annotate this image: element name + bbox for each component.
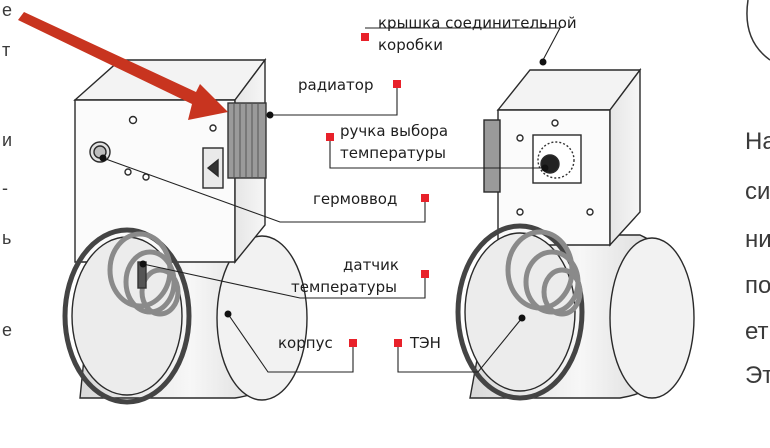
callout-dots [99, 58, 549, 322]
label-lid-line1: крышка соединительной [378, 14, 577, 32]
label-gland: гермоввод [313, 190, 398, 208]
right-edge-fragment-5: ет [745, 318, 769, 345]
marker-knob [326, 133, 334, 141]
right-edge-fragment-2: си [745, 178, 770, 205]
left-edge-fragment-6: е [2, 320, 13, 340]
right-edge-fragment-4: по [745, 272, 770, 299]
label-radiator: радиатор [298, 76, 374, 94]
left-edge-fragment-5: ь [2, 228, 12, 248]
label-sensor-line2: температуры [291, 278, 398, 296]
left-heater-unit [62, 57, 308, 405]
right-edge-fragment-6: Эт [745, 362, 770, 389]
left-edge-fragment-1: е [2, 0, 13, 20]
label-knob-line2: температуры [340, 144, 447, 162]
left-edge-fragment-3: и [2, 130, 13, 150]
marker-sensor [421, 270, 429, 278]
left-edge-fragment-4: - [2, 178, 8, 198]
arrow-pointer-icon [18, 12, 228, 120]
marker-lid [361, 33, 369, 41]
right-edge-fragment-3: ни [745, 226, 770, 253]
label-heater: ТЭН [410, 334, 441, 352]
label-knob-line1: ручка выбора [340, 122, 449, 140]
marker-housing [349, 339, 357, 347]
label-lid-line2: коробки [378, 36, 443, 54]
cropped-circle [746, 0, 770, 61]
marker-radiator [393, 80, 401, 88]
label-sensor-line1: датчик [343, 256, 399, 274]
label-housing: корпус [278, 334, 333, 352]
marker-squares [326, 33, 429, 347]
marker-gland [421, 194, 429, 202]
marker-heater [394, 339, 402, 347]
callout-lines [102, 27, 561, 373]
right-edge-fragment-1: На [745, 128, 770, 155]
left-edge-fragment-2: т [2, 40, 11, 60]
right-heater-unit [455, 67, 695, 401]
